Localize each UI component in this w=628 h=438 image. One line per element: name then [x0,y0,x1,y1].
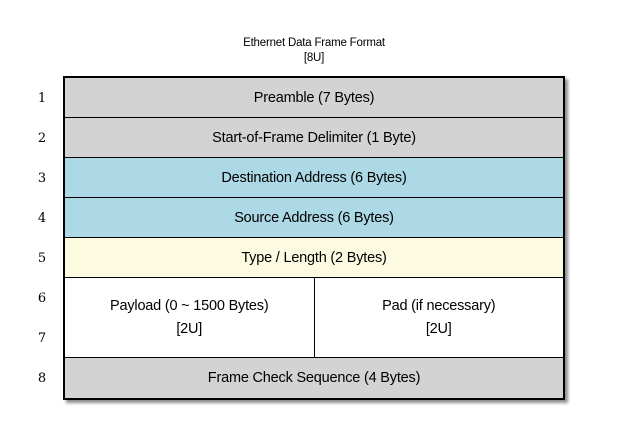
row-sfd-label: Start-of-Frame Delimiter (1 Byte) [212,129,416,146]
cell-pad: Pad (if necessary) [2U] [315,278,564,357]
payload-label: Payload (0 ~ 1500 Bytes) [110,297,269,314]
row-preamble: Preamble (7 Bytes) [65,78,563,118]
row-number-column: 1 2 3 4 5 6 7 8 [28,78,56,398]
diagram-title-block: Ethernet Data Frame Format [8U] [0,36,628,66]
frame-format-table: Preamble (7 Bytes) Start-of-Frame Delimi… [63,76,565,400]
row-number-2: 2 [37,130,47,146]
pad-tag: [2U] [425,320,452,337]
row-number-4: 4 [37,210,47,226]
row-preamble-label: Preamble (7 Bytes) [253,89,375,106]
diagram-title: Ethernet Data Frame Format [243,37,385,49]
row-fcs-label: Frame Check Sequence (4 Bytes) [207,370,421,386]
row-number-8: 8 [37,370,47,386]
row-number-3: 3 [37,170,47,186]
payload-tag: [2U] [176,320,203,337]
row-payload-pad: Payload (0 ~ 1500 Bytes) [2U] Pad (if ne… [65,278,563,358]
row-destination-label: Destination Address (6 Bytes) [221,169,407,186]
row-number-5: 5 [37,250,47,266]
row-frame-check-sequence: Frame Check Sequence (4 Bytes) [65,358,563,398]
row-number-1: 1 [37,90,47,106]
row-destination-address: Destination Address (6 Bytes) [65,158,563,198]
diagram-subtitle: [8U] [303,52,325,64]
row-source-address: Source Address (6 Bytes) [65,198,563,238]
row-source-label: Source Address (6 Bytes) [234,209,394,226]
row-number-7: 7 [37,330,47,346]
row-type-length-label: Type / Length (2 Bytes) [241,249,387,266]
row-number-6: 6 [37,290,47,306]
row-start-of-frame-delimiter: Start-of-Frame Delimiter (1 Byte) [65,118,563,158]
cell-payload: Payload (0 ~ 1500 Bytes) [2U] [65,278,315,357]
row-type-length: Type / Length (2 Bytes) [65,238,563,278]
pad-label: Pad (if necessary) [382,297,496,314]
